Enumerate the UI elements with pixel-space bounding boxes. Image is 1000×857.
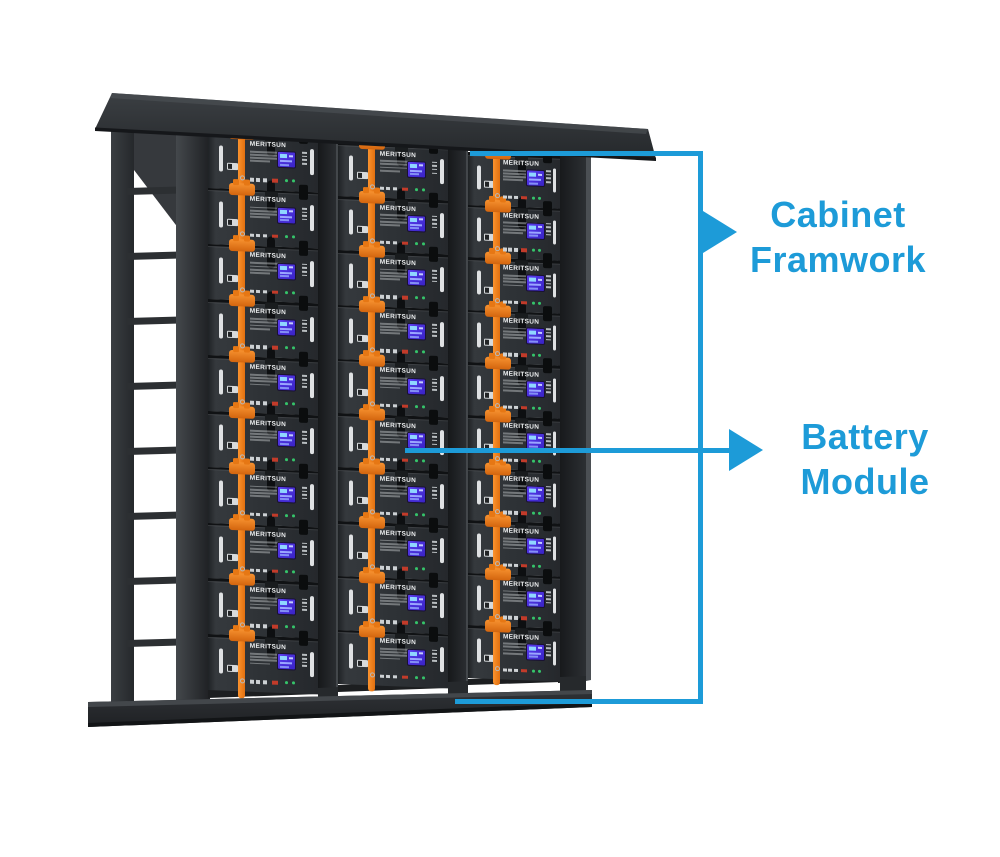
column-post-2 [448,145,468,688]
arrow-right-icon [703,211,737,253]
annotation-line-bottom [455,699,703,704]
front-left-post [176,122,210,703]
cabinet-framework-label: Cabinet Framwork [749,194,927,281]
annotation-line-module [405,448,731,453]
front-right-post [558,150,586,683]
arrow-right-icon [729,429,763,471]
annotation-line-top [470,151,703,156]
annotation-line-vertical [698,151,703,704]
battery-module-label: Battery Module [800,416,930,503]
cabinet-top-cap [95,93,656,159]
column-post-1 [318,135,338,695]
